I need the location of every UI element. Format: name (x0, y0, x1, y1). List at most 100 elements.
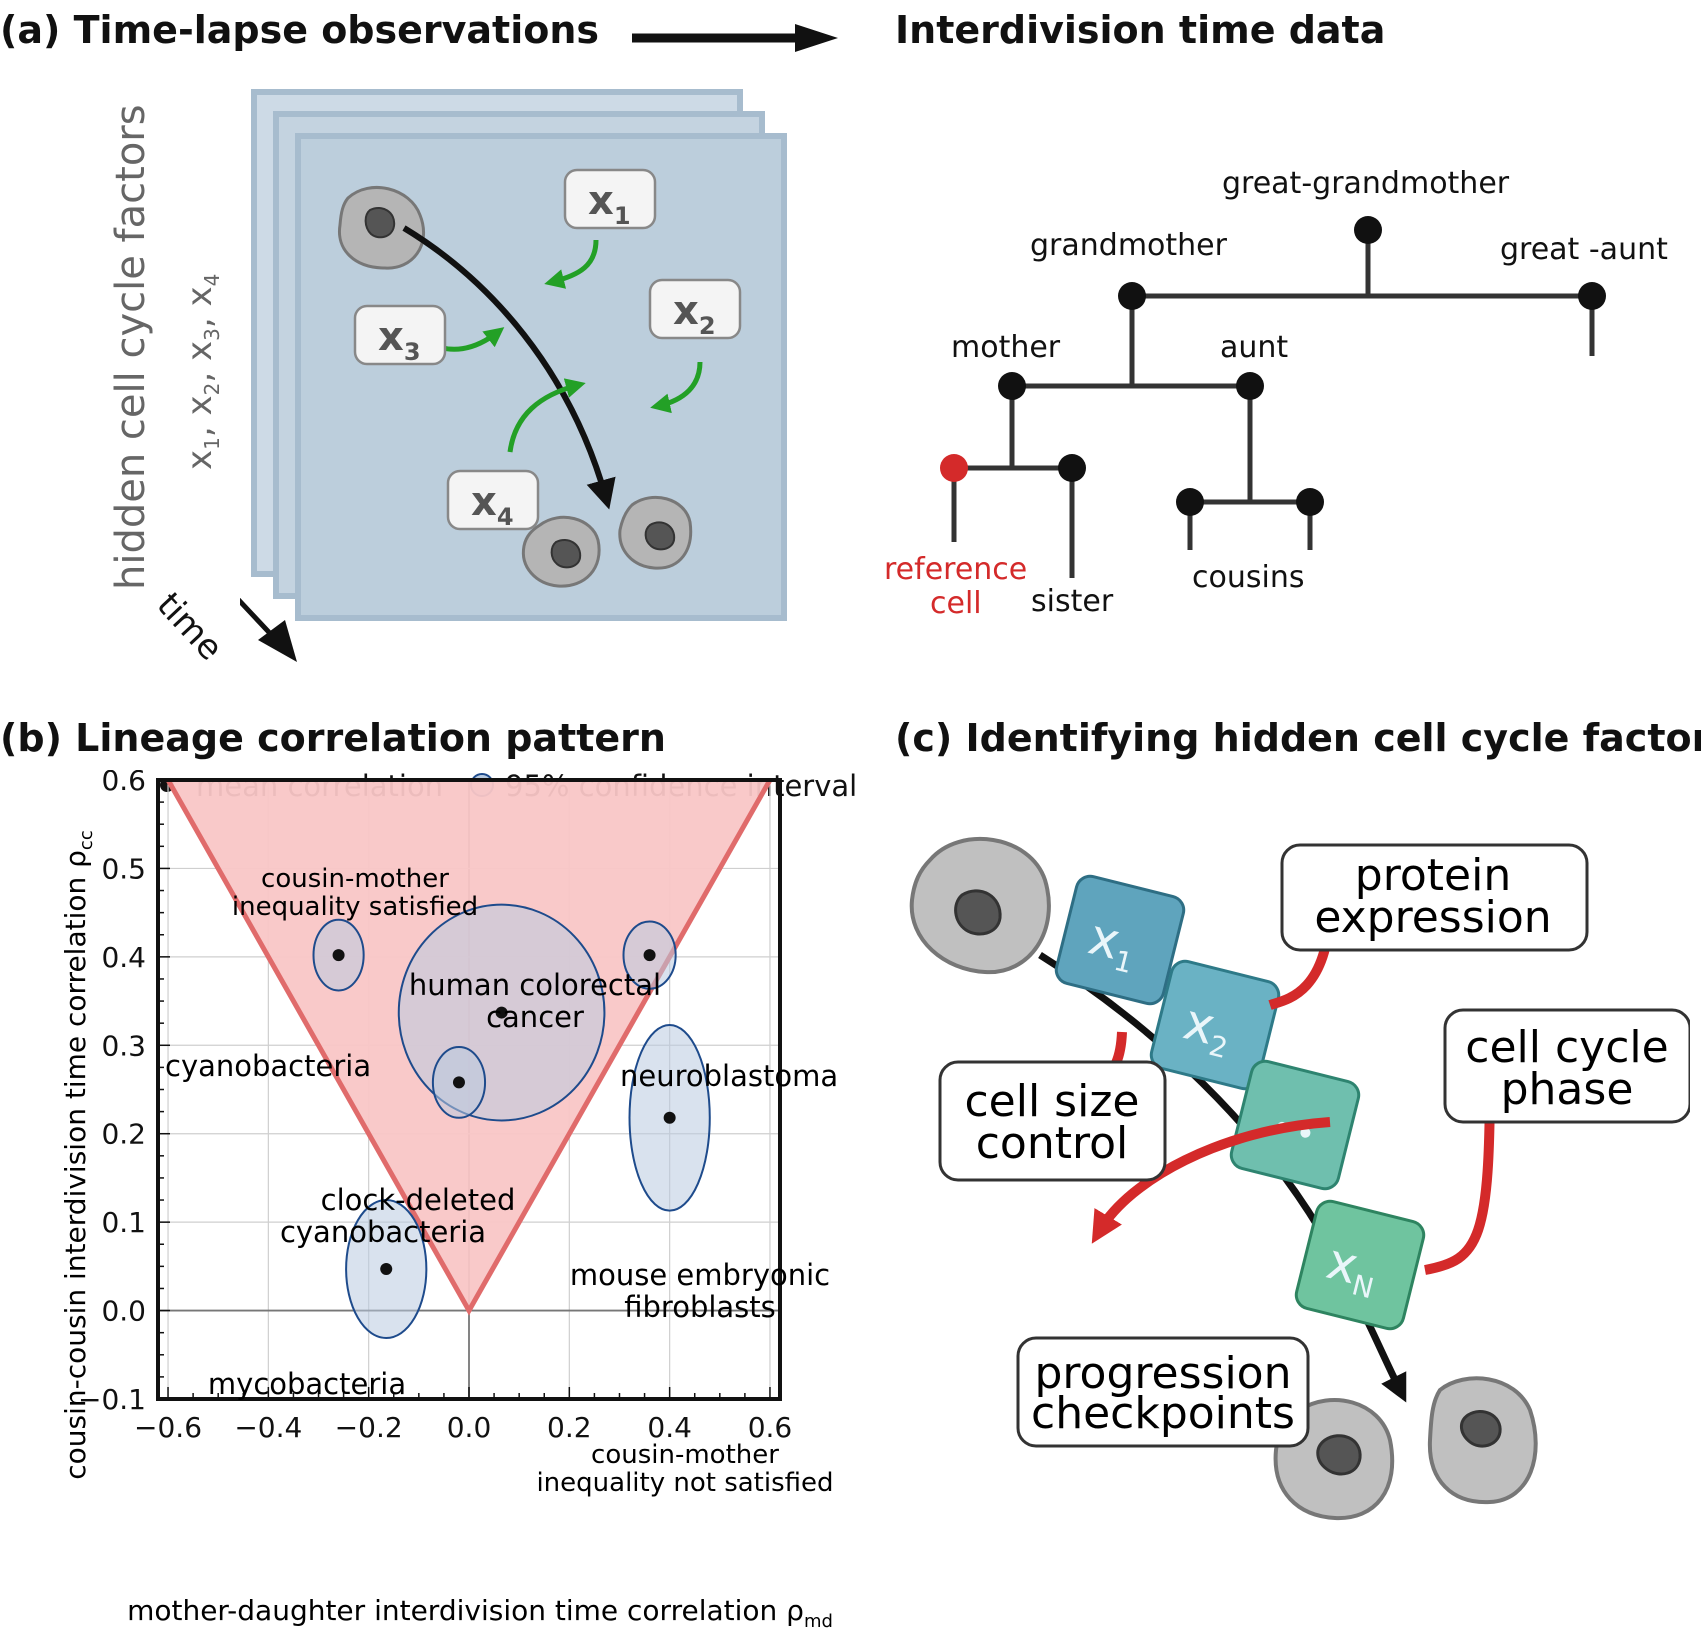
label-neuroblastoma: neuroblastoma (620, 1059, 838, 1093)
label-mouse-line2: fibroblasts (624, 1290, 776, 1324)
x-axis-label: mother-daughter interdivision time corre… (127, 1594, 833, 1631)
factor-diagram: x1 x2 xN protein expression cell size co… (909, 837, 1690, 1521)
node-cousin (1296, 488, 1324, 516)
chain-box-x2-icon: x2 (1149, 959, 1281, 1091)
x-tick-label: −0.6 (134, 1411, 202, 1444)
region-not-satisfied-line2: inequality not satisfied (536, 1468, 833, 1498)
label-great-grandmother: great-grandmother (1222, 166, 1510, 201)
label-clock-deleted-line2: cyanobacteria (280, 1215, 486, 1249)
chain-box-x1-icon: x1 (1054, 874, 1186, 1006)
mother-cell-icon (337, 186, 426, 270)
node-sister (1058, 454, 1086, 482)
node-great-aunt (1578, 282, 1606, 310)
svg-text:x1, x2, x3, x4: x1, x2, x3, x4 (180, 274, 224, 470)
y-tick-label: 0.3 (101, 1029, 146, 1062)
daughter-cell-icon (521, 515, 601, 588)
region-satisfied-line1: cousin-mother (261, 864, 449, 894)
node-great-grandmother (1354, 216, 1382, 244)
y-tick-label: 0.5 (101, 852, 146, 885)
factor-box-x4-icon: x4 (446, 469, 540, 531)
time-arrow-line (240, 597, 282, 646)
panel-b-title: (b) Lineage correlation pattern (0, 716, 666, 760)
panel-c-heading: Identifying hidden cell cycle factors (965, 716, 1701, 760)
node-grandmother (1118, 282, 1146, 310)
y-tick-label: 0.0 (101, 1295, 146, 1328)
panel-a-letter: (a) (0, 8, 61, 52)
label-grandmother: grandmother (1030, 228, 1227, 263)
panel-c-letter: (c) (895, 716, 953, 760)
tree-title: Interdivision time data (895, 8, 1386, 52)
x-tick-label: 0.0 (447, 1411, 492, 1444)
lineage-tree (940, 216, 1606, 578)
box-protein-expression (1280, 843, 1589, 952)
label-reference-cell: cell (930, 586, 982, 621)
svg-text:x1: x1 (588, 178, 631, 230)
node-mother (998, 372, 1026, 400)
daughter-cell-icon (618, 496, 693, 570)
factor-box-x2-icon: x2 (648, 278, 742, 340)
label-mycobacteria: mycobacteria (208, 1367, 406, 1401)
panel-a-title: (a) Time-lapse observations (0, 8, 599, 52)
label-mother: mother (951, 330, 1061, 365)
panel-b-heading: Lineage correlation pattern (75, 716, 666, 760)
panel-a-heading: Time-lapse observations (73, 8, 600, 52)
box-size-line1: cell size (964, 1076, 1139, 1127)
y-tick-label: −0.1 (78, 1383, 146, 1416)
chain-box-xn-icon: xN (1294, 1199, 1426, 1331)
label-sister: sister (1031, 584, 1114, 619)
panel-c-title: (c) Identifying hidden cell cycle factor… (895, 716, 1701, 760)
y-tick-label: 0.6 (101, 770, 146, 797)
box-size-line2: control (976, 1118, 1129, 1169)
y-tick-label: 0.4 (101, 941, 146, 974)
label-great-aunt: great -aunt (1500, 232, 1668, 267)
mean-point (452, 1076, 465, 1089)
region-not-satisfied-line1: cousin-mother (591, 1440, 779, 1470)
node-reference-cell (940, 454, 968, 482)
label-cousins: cousins (1192, 560, 1305, 595)
factor-axis-label: hidden cell cycle factors (108, 104, 154, 590)
mean-point (663, 1111, 676, 1124)
mean-point (332, 949, 345, 962)
y-tick-label: 0.1 (101, 1206, 146, 1239)
time-arrow-head (258, 620, 297, 662)
mean-point (495, 1006, 508, 1019)
box-cell-size-control (938, 1060, 1167, 1182)
node-aunt (1236, 372, 1264, 400)
y-tick-label: 0.2 (101, 1118, 146, 1151)
x-tick-label: 0.2 (547, 1411, 592, 1444)
box-checkpoints-line1: progression (1035, 1348, 1292, 1399)
box-phase-line1: cell cycle (1465, 1022, 1668, 1073)
label-aunt: aunt (1220, 330, 1289, 365)
x-tick-label: −0.2 (335, 1411, 403, 1444)
factor-box-x1-icon: x1 (563, 168, 657, 230)
daughter-cell-icon (1427, 1376, 1538, 1505)
panel-b-letter: (b) (0, 716, 62, 760)
label-mouse-line1: mouse embryonic (570, 1258, 830, 1292)
mother-cell-icon (909, 837, 1051, 975)
label-clock-deleted-line1: clock-deleted (321, 1183, 516, 1217)
box-progression-checkpoints (1016, 1336, 1310, 1448)
label-reference: reference (884, 552, 1028, 587)
mean-point (643, 949, 656, 962)
label-colorectal-line1: human colorectal (409, 968, 661, 1002)
box-phase-line2: phase (1501, 1064, 1634, 1115)
region-satisfied-line2: inequality satisfied (232, 892, 478, 922)
mean-point (380, 1263, 393, 1276)
correlation-chart: mean correlation 95% confidence interval… (59, 770, 857, 1631)
label-cyanobacteria: cyanobacteria (165, 1049, 371, 1083)
x-tick-label: 0.4 (647, 1411, 692, 1444)
box-cell-cycle-phase (1443, 1008, 1690, 1124)
factor-list-label: x1, x2, x3, x4 (180, 274, 224, 470)
x-tick-label: −0.4 (234, 1411, 302, 1444)
factor-box-x3-icon: x3 (353, 304, 447, 366)
node-cousin (1176, 488, 1204, 516)
factor-axis-label-box: hidden cell cycle factors (108, 100, 168, 600)
panel-a-arrow (632, 24, 838, 52)
y-axis-label: cousin-cousin interdivision time correla… (59, 830, 97, 1479)
box-protein-line2: expression (1314, 892, 1551, 943)
label-colorectal-line2: cancer (486, 1000, 584, 1034)
x-tick-label: 0.6 (748, 1411, 793, 1444)
box-checkpoints-line2: checkpoints (1031, 1388, 1295, 1439)
box-protein-line1: protein (1355, 850, 1511, 901)
timelapse-frames: x1 x2 x3 x4 (240, 89, 787, 662)
